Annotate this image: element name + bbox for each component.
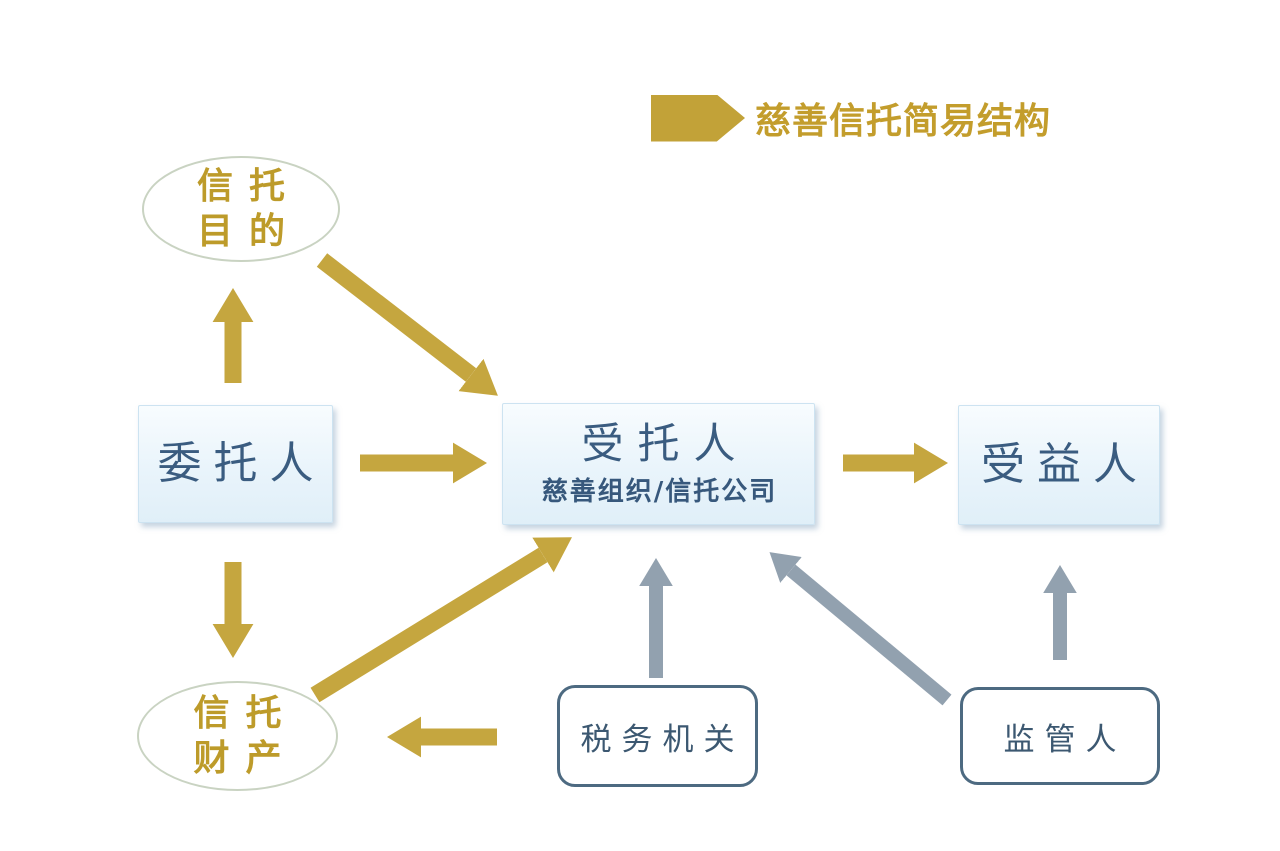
trustee-sublabel: 慈善组织/信托公司 bbox=[541, 476, 778, 507]
arrow-purpose-to-trustee bbox=[316, 253, 498, 396]
trust-property-line2: 财产 bbox=[193, 737, 298, 779]
node-trustee: 受托人 慈善组织/信托公司 bbox=[502, 403, 815, 525]
settlor-label: 委托人 bbox=[157, 437, 326, 489]
banner-arrow-icon bbox=[651, 94, 745, 142]
node-tax-authority: 税务机关 bbox=[557, 685, 758, 787]
diagram-title: 慈善信托简易结构 bbox=[651, 92, 1051, 144]
arrow-supervisor-to-trustee bbox=[769, 552, 952, 706]
trust-purpose-line1: 信托 bbox=[196, 165, 301, 207]
trust-purpose-line2: 目的 bbox=[196, 210, 301, 252]
supervisor-label: 监管人 bbox=[1003, 721, 1127, 758]
node-trust-purpose: 信托 目的 bbox=[142, 156, 340, 262]
trust-property-line1: 信托 bbox=[193, 692, 298, 734]
trustee-label: 受托人 bbox=[581, 419, 750, 469]
node-trust-property: 信托 财产 bbox=[137, 681, 338, 791]
diagram-title-text: 慈善信托简易结构 bbox=[755, 100, 1052, 141]
node-settlor: 委托人 bbox=[138, 405, 333, 523]
node-beneficiary: 受益人 bbox=[958, 405, 1160, 525]
beneficiary-label: 受益人 bbox=[981, 438, 1149, 490]
tax-authority-label: 税务机关 bbox=[580, 721, 745, 758]
node-supervisor: 监管人 bbox=[960, 687, 1160, 785]
arrow-property-to-trustee bbox=[310, 537, 572, 703]
